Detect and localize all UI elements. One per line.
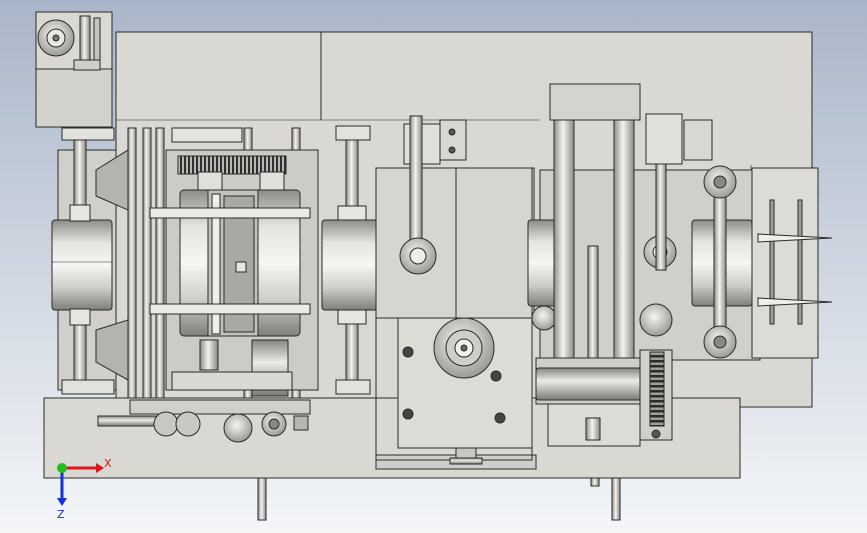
x-axis-label: X: [104, 457, 112, 470]
right-roller-assembly[interactable]: [527, 165, 761, 361]
coordinate-triad: X Z: [57, 457, 112, 521]
center-roller-assembly[interactable]: [149, 127, 319, 397]
left-roller-assembly[interactable]: [51, 127, 129, 395]
vertical-posts: [549, 83, 713, 361]
machine-assembly: [35, 11, 833, 521]
rack-and-pinion[interactable]: [639, 349, 673, 441]
lower-shaft-assembly[interactable]: [97, 399, 311, 443]
z-axis-label: Z: [57, 508, 65, 521]
top-left-gearbox[interactable]: [35, 11, 113, 128]
spur-gear: [177, 155, 287, 175]
motor-mount-block[interactable]: [397, 317, 533, 465]
y-axis-origin: [57, 463, 67, 473]
output-guide[interactable]: [751, 167, 833, 359]
mid-roller[interactable]: [321, 125, 385, 395]
